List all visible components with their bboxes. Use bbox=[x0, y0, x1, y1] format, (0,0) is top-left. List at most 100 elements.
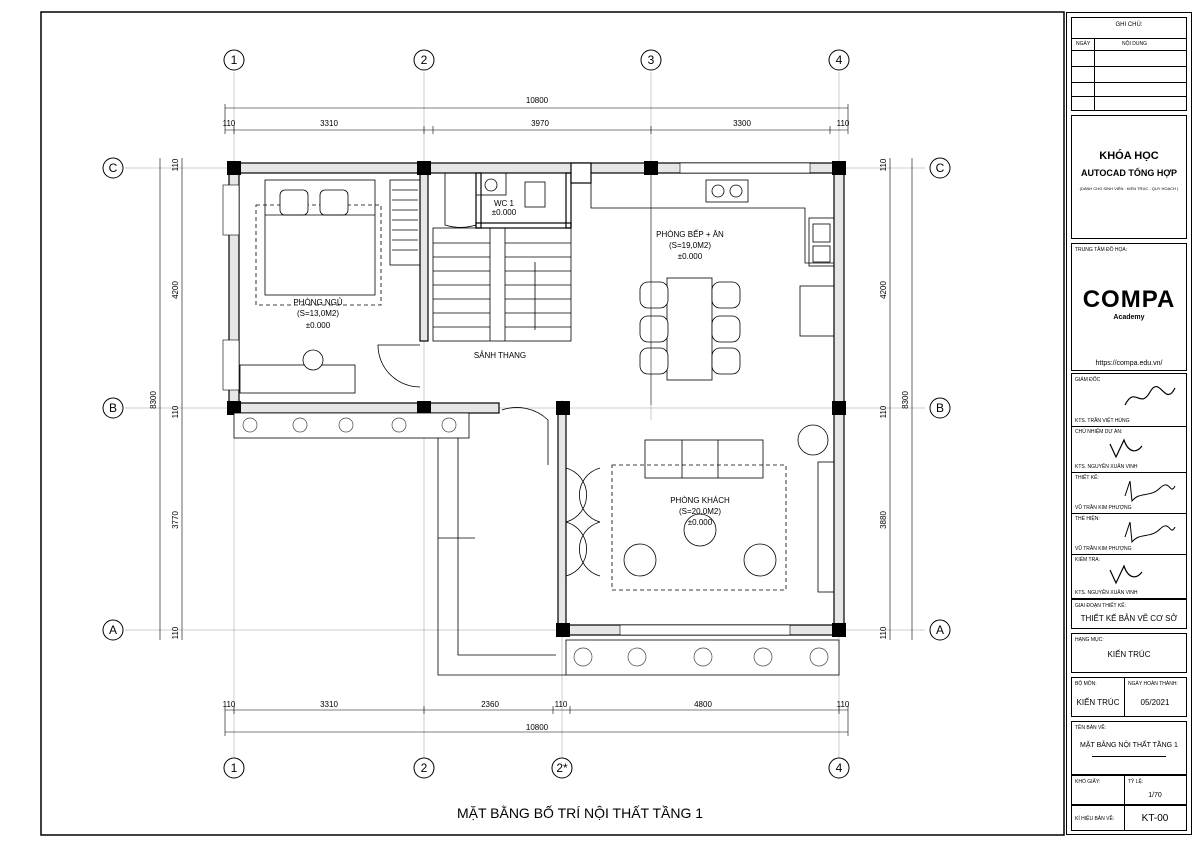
chief-name: KTS. NGUYỄN XUÂN VINH bbox=[1075, 464, 1138, 470]
dim: 110 bbox=[879, 405, 888, 418]
code-label: KÍ HIỆU BẢN VẼ: bbox=[1075, 816, 1115, 822]
dept-box: BỘ MÔN: KIẾN TRÚC NGÀY HOÀN THÀNH: 05/20… bbox=[1071, 677, 1187, 717]
dim: 3310 bbox=[320, 119, 338, 128]
planter-bottom bbox=[565, 639, 840, 676]
dim: 110 bbox=[223, 700, 236, 709]
grid-label: 2* bbox=[556, 761, 568, 775]
dim: 110 bbox=[171, 626, 180, 639]
grid-label: 1 bbox=[231, 53, 238, 67]
stair-hall-name: SẢNH THANG bbox=[474, 351, 526, 360]
dim: 110 bbox=[171, 405, 180, 418]
compa-logo: COMPA bbox=[1082, 286, 1176, 313]
signature-design bbox=[1124, 480, 1176, 503]
drawn-label: THỂ HIỆN: bbox=[1075, 516, 1100, 522]
grid-label: C bbox=[936, 161, 945, 175]
dim: 3300 bbox=[733, 119, 751, 128]
stage-value: THIẾT KẾ BẢN VẼ CƠ SỞ bbox=[1080, 614, 1178, 623]
dim-lines-top bbox=[224, 104, 849, 134]
wc-name: WC 1 bbox=[494, 199, 515, 208]
design-label: THIẾT KẾ: bbox=[1075, 475, 1099, 481]
dim: 3770 bbox=[171, 511, 180, 529]
dim: 4800 bbox=[694, 700, 712, 709]
dim-total: 10800 bbox=[526, 723, 549, 732]
dim: 8300 bbox=[149, 391, 158, 409]
dim: 8300 bbox=[901, 391, 910, 409]
logo-sub: Academy bbox=[1113, 314, 1145, 321]
dim-text-left: 110 4200 8300 110 3770 110 bbox=[149, 158, 180, 639]
check-name: KTS. NGUYỄN XUÂN VINH bbox=[1075, 590, 1138, 596]
kitchen-counter bbox=[590, 179, 835, 337]
dim: 110 bbox=[879, 626, 888, 639]
signature-director bbox=[1124, 385, 1176, 406]
item-value: KIẾN TRÚC bbox=[1107, 650, 1151, 659]
signature-drawn bbox=[1124, 521, 1176, 544]
dim-lines-right bbox=[889, 158, 913, 640]
grid-label: 4 bbox=[836, 761, 843, 775]
sheet-name-label: TÊN BẢN VẼ: bbox=[1075, 725, 1107, 731]
grid-label: B bbox=[936, 401, 944, 415]
living-name: PHÒNG KHÁCH bbox=[670, 496, 730, 505]
grid-bubbles-rows: C B A C B A bbox=[102, 157, 951, 641]
dim-text-bottom: 110 3310 2360 110 4800 110 10800 bbox=[223, 700, 850, 732]
code-box: KÍ HIỆU BẢN VẼ: KT-00 bbox=[1071, 805, 1187, 831]
stage-box: GIAI ĐOẠN THIẾT KẾ: THIẾT KẾ BẢN VẼ CƠ S… bbox=[1071, 599, 1187, 629]
wardrobe bbox=[389, 179, 421, 266]
center-box: TRUNG TÂM ĐỒ HỌA: COMPA Academy https://… bbox=[1071, 243, 1187, 371]
dept-label: BỘ MÔN: bbox=[1075, 681, 1097, 687]
dim: 3880 bbox=[879, 511, 888, 529]
check-label: KIỂM TRA: bbox=[1075, 557, 1100, 563]
wc-fixtures bbox=[444, 172, 546, 228]
dim-lines-bottom bbox=[224, 706, 849, 736]
dim: 110 bbox=[837, 700, 850, 709]
grid-label: B bbox=[109, 401, 117, 415]
grid-label: 1 bbox=[231, 761, 238, 775]
notes-header: GHI CHÚ: bbox=[1115, 22, 1143, 28]
dim: 110 bbox=[223, 119, 236, 128]
desk bbox=[239, 349, 356, 394]
drawing-frame bbox=[40, 11, 1065, 836]
title-block: GHI CHÚ: NGÀY NỘI DUNG KHÓA HỌC AUTOCAD … bbox=[1066, 12, 1192, 835]
grid-label: C bbox=[109, 161, 118, 175]
item-box: HẠNG MỤC: KIẾN TRÚC bbox=[1071, 633, 1187, 673]
stage-label: GIAI ĐOẠN THIẾT KẾ: bbox=[1075, 603, 1126, 609]
drawn-name: VŨ TRẦN KIM PHƯỢNG bbox=[1075, 546, 1132, 552]
grid-label: A bbox=[109, 623, 117, 637]
dim: 4200 bbox=[879, 281, 888, 299]
scale-value: 1/70 bbox=[1148, 792, 1162, 799]
sheet-name-box: TÊN BẢN VẼ: MẶT BẰNG NỘI THẤT TẦNG 1 bbox=[1071, 721, 1187, 775]
dim: 3310 bbox=[320, 700, 338, 709]
signature-chief bbox=[1109, 438, 1143, 459]
director-name: KTS. TRẦN VIỆT HÙNG bbox=[1075, 418, 1130, 424]
grid-label: 2 bbox=[421, 761, 428, 775]
course-subtitle: AUTOCAD TỔNG HỢP bbox=[1080, 168, 1177, 178]
bedroom-area: (S=13,0M2) bbox=[297, 309, 339, 318]
bed bbox=[255, 179, 382, 306]
center-label: TRUNG TÂM ĐỒ HỌA: bbox=[1075, 247, 1128, 253]
living-area: (S=20,0M2) bbox=[679, 507, 721, 516]
kitchen-level: ±0.000 bbox=[678, 252, 703, 261]
dim-lines-left bbox=[159, 158, 183, 640]
grid-label: A bbox=[936, 623, 944, 637]
sofa bbox=[611, 424, 835, 593]
website-link[interactable]: https://compa.edu.vn/ bbox=[1095, 360, 1163, 367]
course-title: KHÓA HỌC bbox=[1099, 150, 1159, 162]
dim: 110 bbox=[837, 119, 850, 128]
dim: 110 bbox=[171, 158, 180, 171]
grid-label: 3 bbox=[648, 53, 655, 67]
sheet-name-value: MẶT BẰNG NỘI THẤT TẦNG 1 bbox=[1080, 742, 1178, 749]
stairs bbox=[432, 227, 572, 342]
kitchen-area: (S=19,0M2) bbox=[669, 241, 711, 250]
grid-label: 4 bbox=[836, 53, 843, 67]
windows bbox=[222, 162, 811, 636]
done-label: NGÀY HOÀN THÀNH: bbox=[1128, 681, 1178, 687]
bedroom-level: ±0.000 bbox=[306, 321, 331, 330]
dim-text-top: 10800 110 3310 3970 3300 110 bbox=[223, 96, 850, 128]
scale-label: TỶ LỆ: bbox=[1128, 779, 1144, 785]
dim: 3970 bbox=[531, 119, 549, 128]
grid-bubbles-bottom: 1 2 2* 4 bbox=[223, 757, 850, 779]
bedroom-name: PHÒNG NGỦ bbox=[293, 298, 343, 307]
living-level: ±0.000 bbox=[688, 518, 713, 527]
dim: 110 bbox=[879, 158, 888, 171]
design-name: VŨ TRẦN KIM PHƯỢNG bbox=[1075, 505, 1132, 511]
